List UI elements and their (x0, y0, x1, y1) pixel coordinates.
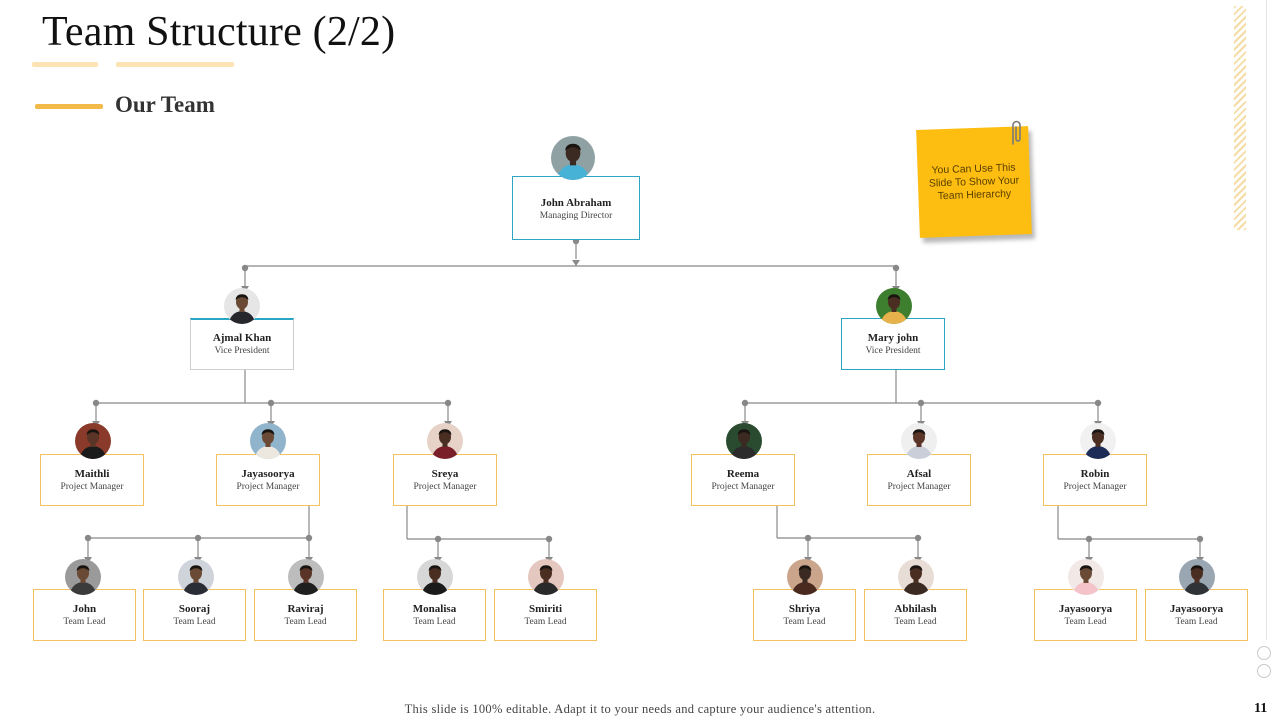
person-role: Project Manager (711, 481, 775, 492)
person-role: Vice President (865, 345, 921, 356)
person-role: Project Manager (887, 481, 951, 492)
person-name: John Abraham (540, 196, 612, 209)
avatar-icon (1080, 423, 1116, 459)
avatar-icon (75, 423, 111, 459)
person-name: Monalisa (412, 602, 457, 615)
person-role: Team Lead (284, 616, 327, 627)
person-name: Robin (1080, 467, 1110, 480)
avatar-icon (288, 559, 324, 595)
avatar-icon (726, 423, 762, 459)
person-role: Project Manager (1063, 481, 1127, 492)
section-accent-bar (35, 104, 103, 109)
person-role: Team Lead (1175, 616, 1218, 627)
person-role: Vice President (214, 346, 270, 356)
slide-edge-line (1266, 0, 1267, 640)
ring-icon (1257, 646, 1271, 660)
slide-title: Team Structure (2/2) (42, 9, 396, 55)
person-name: Smiriti (529, 602, 562, 615)
avatar-icon (528, 559, 564, 595)
title-underline-left (32, 62, 98, 67)
person-name: Sreya (431, 467, 459, 480)
person-role: Team Lead (413, 616, 456, 627)
avatar-icon (224, 288, 260, 324)
avatar-icon (1068, 559, 1104, 595)
person-name: Mary john (867, 331, 919, 344)
section-title: Our Team (115, 92, 215, 117)
avatar-icon (898, 559, 934, 595)
person-role: Project Manager (413, 481, 477, 492)
person-role: Team Lead (1064, 616, 1107, 627)
person-role: Team Lead (173, 616, 216, 627)
avatar-icon (427, 423, 463, 459)
avatar-icon (787, 559, 823, 595)
person-name: Jayasoorya (1058, 602, 1113, 615)
person-role: Project Manager (236, 481, 300, 492)
footer-text: This slide is 100% editable. Adapt it to… (404, 702, 876, 716)
avatar-icon (417, 559, 453, 595)
person-name: Jayasoorya (241, 467, 295, 480)
connector-arrow (572, 260, 580, 266)
avatar-icon (1179, 559, 1215, 595)
page-number: 11 (1254, 701, 1268, 716)
avatar-icon (65, 559, 101, 595)
avatar-icon (901, 423, 937, 459)
avatar-icon (876, 288, 912, 324)
person-name: Afsal (906, 467, 932, 480)
person-name: Maithli (74, 467, 110, 480)
person-role: Team Lead (524, 616, 567, 627)
avatar-icon (178, 559, 214, 595)
avatar-icon (250, 423, 286, 459)
person-role: Team Lead (783, 616, 826, 627)
avatar-icon (551, 136, 595, 180)
person-role: Team Lead (63, 616, 106, 627)
ring-icon (1257, 664, 1271, 678)
person-name: Reema (726, 467, 760, 480)
person-name: Sooraj (178, 602, 211, 615)
person-role: Project Manager (60, 481, 124, 492)
person-name: Shriya (788, 602, 821, 615)
person-name: Abhilash (894, 602, 937, 615)
decorative-stripe (1234, 6, 1246, 230)
person-name: Ajmal Khan (212, 332, 272, 344)
paperclip-icon (1012, 120, 1021, 145)
person-name: John (72, 602, 97, 615)
person-name: Jayasoorya (1169, 602, 1224, 615)
person-name: Raviraj (287, 602, 324, 615)
title-underline-right (116, 62, 234, 67)
person-role: Managing Director (539, 210, 613, 221)
person-role: Team Lead (894, 616, 937, 627)
